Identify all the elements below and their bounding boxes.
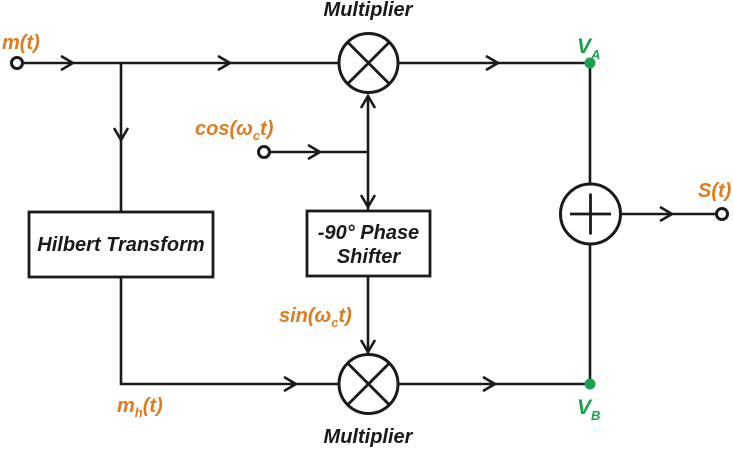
arrow-up-into-top-multiplier: [359, 93, 377, 109]
node-a-dot: [584, 57, 596, 69]
cos-label-pre: cos(ω: [195, 118, 253, 140]
mh-label-pre: m: [117, 395, 135, 417]
bottom-multiplier-x-stroke-2: [347, 362, 390, 406]
mh-label-sub: h: [135, 405, 143, 420]
summer-symbol: [559, 182, 622, 246]
node-b-label: VB: [577, 396, 600, 423]
phase-shifter-label-line2: Shifter: [337, 246, 402, 268]
phase-shifter-block: [305, 209, 432, 278]
sin-label-pre: sin(ω: [279, 305, 332, 327]
arrow-right-summer-output: [659, 205, 675, 223]
arrow-right-cos-input: [307, 143, 323, 161]
output-signal-label: S(t): [698, 180, 732, 202]
output-terminal-st: [715, 207, 729, 221]
arrow-down-into-bottom-multiplier: [359, 339, 377, 355]
arrow-right-bottom-output: [482, 375, 498, 393]
arrow-right-input-1: [60, 54, 76, 72]
bottom-multiplier-symbol: [337, 353, 400, 415]
input-signal-label: m(t): [2, 32, 40, 54]
input-terminal-mt: [10, 56, 24, 70]
arrow-down-input-branch: [112, 127, 130, 143]
node-b-dot: [584, 378, 596, 390]
hilbert-transform-label: Hilbert Transform: [37, 234, 204, 256]
hilbert-transform-block: [27, 210, 215, 279]
sin-label-sub: c: [331, 315, 339, 330]
input-terminal-cos: [257, 145, 271, 159]
multiplier-top-label: Multiplier: [324, 0, 414, 21]
va-label-pre: V: [577, 35, 593, 58]
hilbert-output-label: mh(t): [117, 395, 163, 420]
multiplier-bottom-label: Multiplier: [324, 426, 414, 448]
cos-carrier-label: cos(ωct): [195, 118, 274, 143]
arrow-right-top-output: [485, 54, 501, 72]
arrow-right-hilbert-path: [283, 375, 299, 393]
arrow-down-into-phase-shifter: [359, 194, 377, 210]
sin-carrier-label: sin(ωct): [279, 305, 352, 330]
phase-shifter-label-line1: -90° Phase: [318, 222, 419, 244]
arrow-right-input-2: [217, 54, 233, 72]
cos-label-sub: c: [253, 128, 261, 143]
sin-label-post: t): [338, 305, 352, 327]
top-multiplier-x-stroke-2: [347, 41, 390, 85]
vb-label-pre: V: [577, 396, 593, 419]
mh-label-post: (t): [143, 395, 163, 417]
wire-hilbert-to-bottom-multiplier: [119, 277, 338, 386]
va-label-sub: A: [590, 47, 600, 62]
cos-label-post: t): [260, 118, 274, 140]
vb-label-sub: B: [591, 408, 600, 423]
top-multiplier-symbol: [337, 32, 400, 94]
node-a-label: VA: [577, 35, 600, 62]
